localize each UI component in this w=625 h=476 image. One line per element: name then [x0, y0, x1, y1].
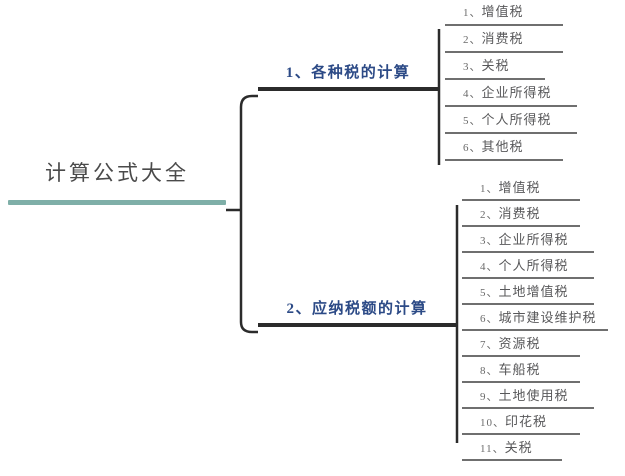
- leaf-underline: [445, 159, 563, 161]
- leaf-text: 增值税: [498, 180, 541, 195]
- leaf-number: 7、: [480, 339, 499, 351]
- leaf-label: 8、车船税: [462, 360, 597, 381]
- leaf-text: 印花税: [505, 414, 548, 429]
- leaf-item[interactable]: 6、城市建设维护税: [462, 308, 608, 334]
- leaf-number: 6、: [480, 313, 499, 325]
- branch-label-2: 2、应纳税额的计算: [286, 301, 428, 317]
- leaf-underline: [462, 459, 562, 461]
- leaf-item[interactable]: 6、其他税: [445, 137, 563, 164]
- leaf-underline: [462, 433, 580, 435]
- leaf-text: 消费税: [498, 206, 541, 221]
- leaf-underline: [445, 78, 545, 80]
- leaf-number: 2、: [480, 209, 499, 221]
- leaf-underline: [462, 251, 594, 253]
- root-node[interactable]: 计算公式大全: [8, 158, 226, 205]
- leaf-number: 5、: [463, 115, 482, 127]
- leaf-item[interactable]: 5、个人所得税: [445, 110, 577, 137]
- leaf-number: 11、: [480, 443, 505, 455]
- leaf-text: 土地增值税: [498, 284, 569, 299]
- leaf-text: 车船税: [498, 362, 541, 377]
- leaf-label: 2、消费税: [462, 204, 597, 225]
- leaf-text: 资源税: [498, 336, 541, 351]
- leaf-item[interactable]: 3、关税: [445, 56, 552, 83]
- leaf-text: 其他税: [481, 139, 524, 154]
- leaf-number: 4、: [480, 261, 499, 273]
- leaf-label: 7、资源税: [462, 334, 597, 355]
- leaf-label: 9、土地使用税: [462, 386, 597, 407]
- leaf-item[interactable]: 4、企业所得税: [445, 83, 577, 110]
- leaf-label: 1、增值税: [445, 2, 552, 23]
- leaf-label: 6、其他税: [445, 137, 552, 158]
- leaf-number: 6、: [463, 142, 482, 154]
- branch-underline-1: [258, 87, 438, 91]
- leaf-underline: [462, 355, 580, 357]
- leaf-item[interactable]: 1、增值税: [462, 178, 597, 204]
- leaf-item[interactable]: 11、关税: [462, 438, 597, 464]
- leaf-label: 5、个人所得税: [445, 110, 552, 131]
- branch-node-1[interactable]: 1、各种税的计算: [258, 62, 438, 91]
- leaf-item[interactable]: 9、土地使用税: [462, 386, 597, 412]
- leaf-text: 企业所得税: [481, 85, 552, 100]
- leaf-label: 6、城市建设维护税: [462, 308, 597, 329]
- leaf-item[interactable]: 4、个人所得税: [462, 256, 597, 282]
- leaf-number: 1、: [463, 7, 482, 19]
- leaf-text: 土地使用税: [498, 388, 569, 403]
- leaf-number: 2、: [463, 34, 482, 46]
- leaf-underline: [445, 105, 577, 107]
- leaf-number: 3、: [480, 235, 499, 247]
- leaf-item[interactable]: 10、印花税: [462, 412, 597, 438]
- leaf-text: 增值税: [481, 4, 524, 19]
- branch-node-2[interactable]: 2、应纳税额的计算: [258, 298, 456, 327]
- leaf-underline: [462, 277, 594, 279]
- leaf-underline: [462, 407, 594, 409]
- leaf-item[interactable]: 5、土地增值税: [462, 282, 597, 308]
- leaf-text: 消费税: [481, 31, 524, 46]
- leaf-underline: [462, 303, 594, 305]
- leaf-text: 关税: [504, 440, 533, 455]
- leaf-item[interactable]: 8、车船税: [462, 360, 597, 386]
- leaf-underline: [462, 329, 608, 331]
- leaf-item[interactable]: 1、增值税: [445, 2, 563, 29]
- root-label: 计算公式大全: [45, 161, 189, 185]
- leaf-label: 2、消费税: [445, 29, 552, 50]
- leaf-label: 5、土地增值税: [462, 282, 597, 303]
- leaf-label: 3、关税: [445, 56, 552, 77]
- leaf-underline: [445, 132, 577, 134]
- leaf-group-1: 1、增值税 2、消费税 3、关税 4、企业所得税 5、个人所得税 6、其他税: [445, 2, 577, 164]
- leaf-underline: [445, 51, 563, 53]
- leaf-text: 个人所得税: [481, 112, 552, 127]
- leaf-item[interactable]: 3、企业所得税: [462, 230, 597, 256]
- leaf-item[interactable]: 2、消费税: [462, 204, 597, 230]
- leaf-number: 5、: [480, 287, 499, 299]
- branch-label-1: 1、各种税的计算: [285, 65, 411, 81]
- leaf-number: 8、: [480, 365, 499, 377]
- leaf-item[interactable]: 7、资源税: [462, 334, 597, 360]
- leaf-number: 10、: [480, 417, 505, 429]
- leaf-underline: [445, 24, 563, 26]
- root-underline: [8, 200, 226, 205]
- leaf-group-2: 1、增值税 2、消费税 3、企业所得税 4、个人所得税 5、土地增值税 6、城市建设维护税…: [462, 178, 608, 464]
- branch-underline-2: [258, 323, 456, 327]
- leaf-text: 城市建设维护税: [498, 310, 597, 325]
- leaf-underline: [462, 381, 580, 383]
- leaf-label: 4、企业所得税: [445, 83, 552, 104]
- leaf-number: 1、: [480, 183, 499, 195]
- leaf-number: 4、: [463, 88, 482, 100]
- leaf-item[interactable]: 2、消费税: [445, 29, 563, 56]
- leaf-number: 3、: [463, 61, 482, 73]
- leaf-text: 企业所得税: [498, 232, 569, 247]
- leaf-label: 1、增值税: [462, 178, 597, 199]
- leaf-label: 3、企业所得税: [462, 230, 597, 251]
- leaf-label: 4、个人所得税: [462, 256, 597, 277]
- leaf-underline: [462, 199, 580, 201]
- leaf-label: 10、印花税: [462, 412, 597, 433]
- leaf-number: 9、: [480, 391, 499, 403]
- leaf-label: 11、关税: [462, 438, 597, 459]
- leaf-underline: [462, 225, 580, 227]
- leaf-text: 关税: [481, 58, 510, 73]
- leaf-text: 个人所得税: [498, 258, 569, 273]
